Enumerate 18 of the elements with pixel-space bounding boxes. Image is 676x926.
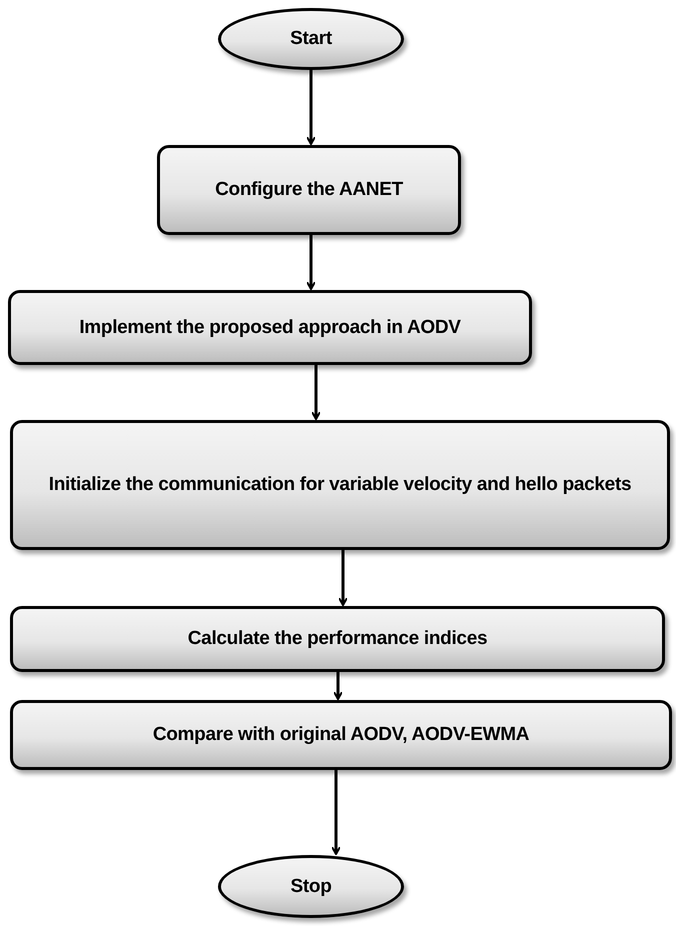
step-text: Stop: [290, 874, 332, 899]
process-box: [10, 606, 665, 672]
step-text: Implement the proposed approach in AODV: [79, 316, 461, 340]
arrow: [306, 70, 316, 145]
step-text: Configure the AANET: [215, 178, 403, 202]
arrow: [338, 550, 348, 606]
process-box: [10, 700, 672, 770]
step-text: Initialize the communication for variable velocity and hello packets: [48, 473, 632, 498]
process-box: [10, 420, 670, 550]
step-text: Start: [290, 27, 332, 52]
step-text: Compare with original AODV, AODV-EWMA: [152, 723, 530, 748]
process-box: [157, 145, 461, 235]
arrow: [306, 235, 316, 290]
step-text: Calculate the performance indices: [188, 627, 488, 652]
arrow: [311, 365, 321, 420]
arrow: [333, 672, 343, 700]
process-box: [8, 290, 532, 365]
arrow: [331, 770, 341, 855]
